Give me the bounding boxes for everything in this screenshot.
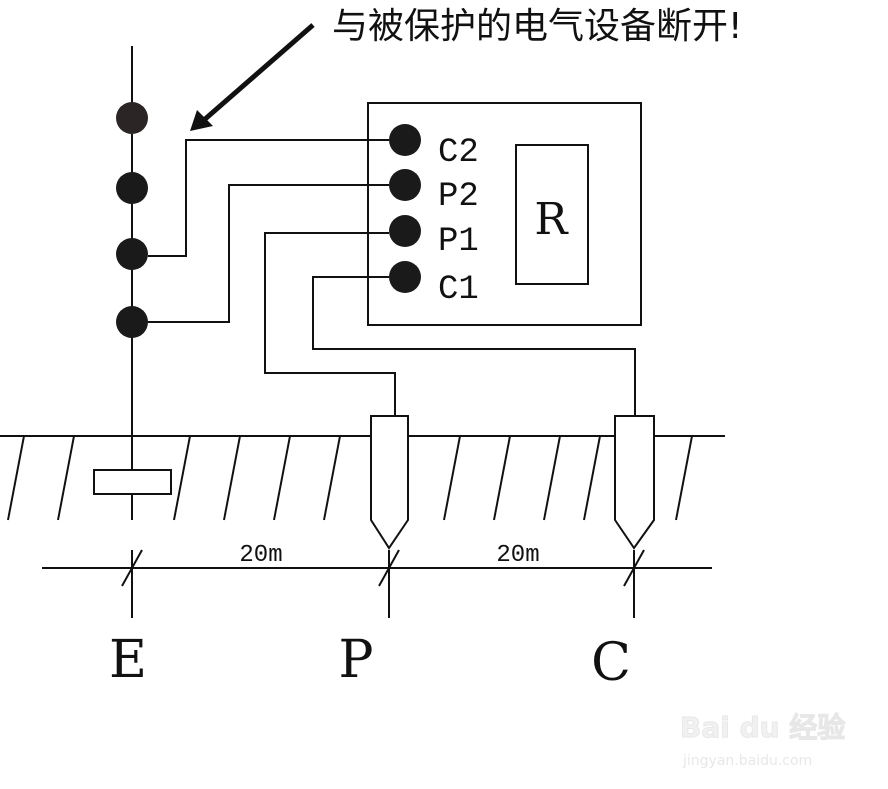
warning-text: 与被保护的电气设备断开! xyxy=(332,6,742,47)
terminal-p1-dot xyxy=(389,215,421,247)
terminal-c2-dot xyxy=(389,124,421,156)
display-window xyxy=(515,144,589,285)
earth-electrode-plate xyxy=(93,469,172,495)
ground xyxy=(0,435,725,521)
equipment-terminal xyxy=(116,102,148,134)
wire-c2 xyxy=(148,139,389,257)
dimension-line xyxy=(42,549,712,618)
ground-hatching xyxy=(7,435,693,521)
wire-p1 xyxy=(264,232,396,416)
wire-p2 xyxy=(148,184,389,323)
terminal-p1-label: P1 xyxy=(438,223,479,261)
distance-label-ep: 20m xyxy=(239,542,282,569)
equipment-terminal xyxy=(116,238,148,270)
watermark-url: jingyan.baidu.com xyxy=(682,753,812,769)
equipment-pole xyxy=(116,46,148,520)
terminal-c1-dot xyxy=(389,261,421,293)
terminal-p2-dot xyxy=(389,169,421,201)
watermark: Bai du 经验 jingyan.baidu.com xyxy=(680,711,846,770)
stake-c xyxy=(614,415,655,550)
stake-p xyxy=(370,415,409,550)
equipment-terminal xyxy=(116,172,148,204)
resistance-tester: R C2 P2 P1 C1 xyxy=(367,102,642,326)
warning-arrow xyxy=(190,23,315,131)
equipment-terminal xyxy=(116,306,148,338)
wiring xyxy=(148,139,636,416)
electrode-label-e: E xyxy=(109,630,147,690)
distance-label-pc: 20m xyxy=(496,542,539,569)
terminal-c1-label: C1 xyxy=(438,271,479,309)
electrode-label-p: P xyxy=(339,630,374,690)
terminal-p2-label: P2 xyxy=(438,178,479,216)
display-label: R xyxy=(534,194,569,245)
electrode-label-c: C xyxy=(591,633,631,693)
wire-c1 xyxy=(312,276,636,416)
watermark-brand: Bai du 经验 xyxy=(680,711,845,744)
terminal-c2-label: C2 xyxy=(438,134,479,172)
